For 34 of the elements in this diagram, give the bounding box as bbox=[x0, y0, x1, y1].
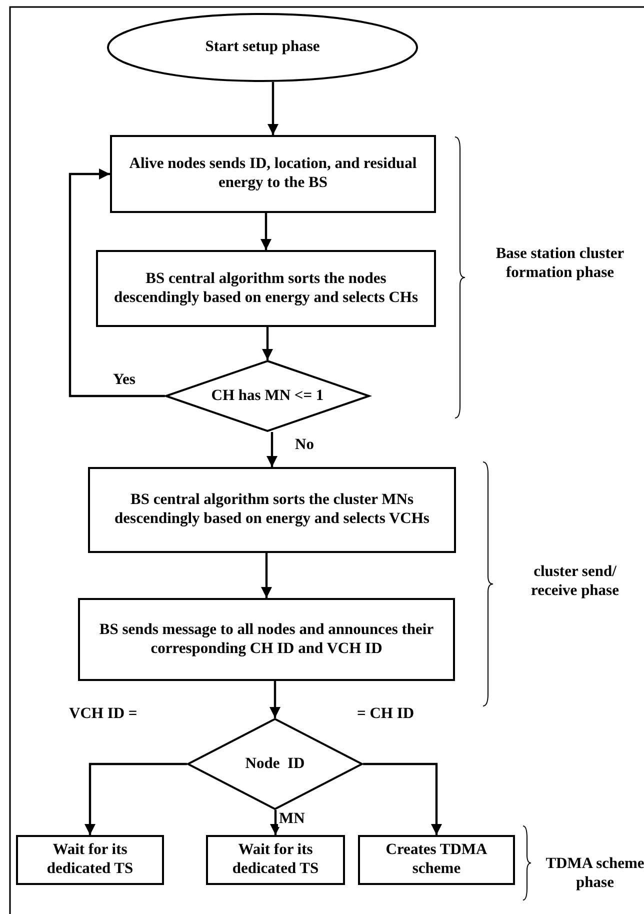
arrow bbox=[261, 553, 272, 598]
arrow bbox=[270, 681, 280, 718]
decision-diamond bbox=[187, 718, 363, 810]
arrow bbox=[260, 213, 272, 250]
process-box bbox=[358, 835, 515, 885]
decision-diamond bbox=[165, 360, 370, 432]
process-box bbox=[206, 835, 345, 885]
edge-label: MN bbox=[278, 810, 306, 828]
arrow bbox=[266, 432, 278, 467]
arrow bbox=[268, 82, 278, 135]
node-text: BS central algorithm sorts the nodes descendingly based on energy and selects CHs bbox=[114, 270, 418, 308]
arrow bbox=[363, 762, 442, 835]
phase-label: Base station cluster formation phase bbox=[494, 245, 626, 282]
node-text: BS sends message to all nodes and announces their corresponding CH ID and VCH ID bbox=[98, 620, 435, 658]
node-text: Start setup phase bbox=[205, 38, 320, 57]
node-text: CH has MN <= 1 bbox=[211, 386, 324, 406]
process-box bbox=[16, 835, 164, 885]
node-text: Creates TDMA scheme bbox=[384, 841, 488, 879]
node-text: Wait for its dedicated TS bbox=[231, 841, 320, 879]
arrow bbox=[68, 168, 165, 398]
process-box bbox=[110, 135, 436, 213]
node-text: BS central algorithm sorts the cluster MNs descendingly based on energy and selects VCHs bbox=[114, 491, 430, 529]
process-box bbox=[78, 598, 455, 681]
arrow bbox=[270, 810, 281, 835]
start-ellipse bbox=[107, 13, 418, 82]
node-text: Node ID bbox=[245, 754, 305, 774]
phase-label: cluster send/ receive phase bbox=[530, 563, 620, 600]
node-text: Alive nodes sends ID, location, and residual energy to the BS bbox=[128, 155, 418, 193]
arrow bbox=[262, 327, 273, 360]
arrow bbox=[84, 762, 187, 835]
process-box bbox=[96, 250, 436, 327]
phase-label: TDMA scheme phase bbox=[545, 855, 644, 892]
node-text: Wait for its dedicated TS bbox=[46, 841, 134, 879]
process-box bbox=[88, 467, 456, 553]
